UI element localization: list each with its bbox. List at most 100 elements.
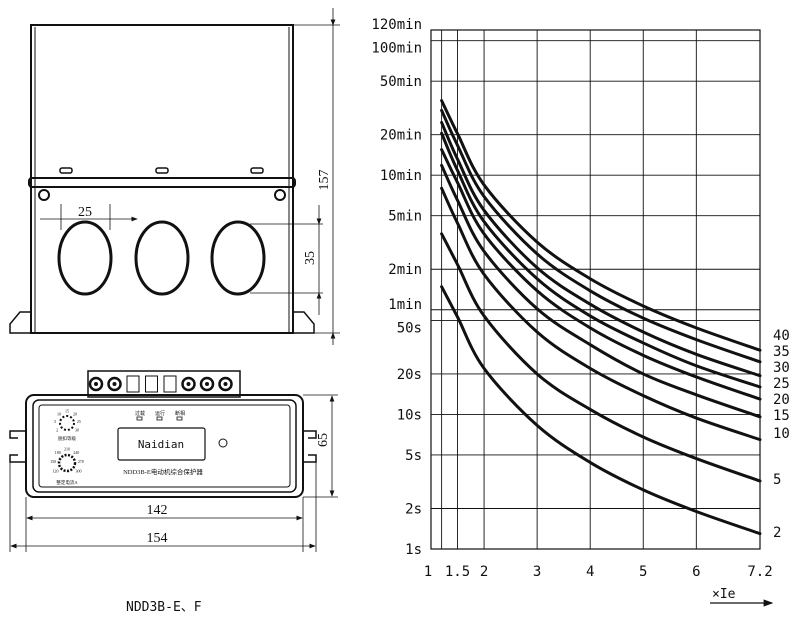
product-name: NDD3B-E电动机综合保护器 xyxy=(123,467,203,476)
indicator-run: 运行 xyxy=(155,410,165,417)
dial-tick-label: 210 xyxy=(64,447,70,452)
slot xyxy=(59,167,73,174)
trip-curve-40 xyxy=(440,99,762,352)
curve-label-35: 35 xyxy=(773,344,790,360)
x-tick-label: 6 xyxy=(692,564,700,580)
y-tick-label: 20s xyxy=(397,367,422,383)
curve-label-10: 10 xyxy=(773,426,790,442)
dim-hole-width: 25 xyxy=(78,205,92,220)
y-tick-label: 1min xyxy=(388,297,422,313)
cable-hole xyxy=(210,220,266,296)
trip-class-dial[interactable] xyxy=(59,415,75,431)
terminal-screw-center xyxy=(205,382,209,386)
curve-label-30: 30 xyxy=(773,360,790,376)
current-label: 整定电流A xyxy=(56,479,78,486)
curve-label-25: 25 xyxy=(773,376,790,392)
terminal-slot xyxy=(145,375,158,393)
dial-tick-label: 240 xyxy=(73,450,79,455)
mount-foot xyxy=(9,311,31,334)
curve-label-40: 40 xyxy=(773,328,790,344)
indicator-overload: 过载 xyxy=(135,410,145,417)
dial-tick-label: 180 xyxy=(55,450,61,455)
brand-text: Naidian xyxy=(138,438,184,451)
dial-tick-label: 120 xyxy=(53,469,59,474)
terminal-slot xyxy=(163,375,177,393)
screw-icon xyxy=(38,189,50,201)
x-tick-label: 1.5 xyxy=(445,564,470,580)
terminal-screw-icon xyxy=(107,376,122,392)
terminal-screw-center xyxy=(112,382,117,386)
current-dial[interactable] xyxy=(57,453,77,473)
slot xyxy=(155,167,169,174)
led-icon xyxy=(136,416,143,421)
terminal-block xyxy=(87,370,241,398)
y-tick-label: 10s xyxy=(397,407,422,423)
y-tick-label: 5s xyxy=(405,448,422,464)
mount-ear xyxy=(303,430,317,463)
dial-tick-label: 270 xyxy=(78,459,84,464)
terminal-screw-center xyxy=(223,382,228,386)
terminal-slot xyxy=(126,375,140,393)
screw-icon xyxy=(274,189,286,201)
curve-label-2: 2 xyxy=(773,525,781,541)
y-tick-label: 2s xyxy=(405,501,422,517)
curve-label-5: 5 xyxy=(773,472,781,488)
y-tick-label: 100min xyxy=(371,41,422,57)
y-tick-label: 20min xyxy=(380,128,422,144)
y-tick-label: 50s xyxy=(397,320,422,336)
display-window xyxy=(117,427,206,461)
trip-curve-2 xyxy=(440,285,762,536)
cable-hole xyxy=(134,220,190,296)
curve-label-15: 15 xyxy=(773,408,790,424)
terminal-screw-icon xyxy=(218,376,233,392)
x-tick-label: 5 xyxy=(639,564,647,580)
y-tick-label: 10min xyxy=(380,168,422,184)
curve-label-20: 20 xyxy=(773,392,790,408)
slot xyxy=(250,167,264,174)
trip-curve-15 xyxy=(440,163,762,419)
dial-tick-label: 300 xyxy=(75,469,81,474)
y-tick-label: 2min xyxy=(388,262,422,278)
x-axis-label: ×Ie xyxy=(712,587,736,602)
led-icon xyxy=(176,416,183,421)
led-icon xyxy=(156,416,163,421)
dial-tick-label: 10 xyxy=(57,412,61,417)
trip-curve-25 xyxy=(440,131,762,389)
terminal-screw-icon xyxy=(181,376,196,392)
plot-frame xyxy=(430,29,761,550)
x-tick-label: 2 xyxy=(480,564,488,580)
trip-class-label: 脱扣等级 xyxy=(58,435,76,442)
mount-foot xyxy=(293,311,315,334)
dial-tick-label: 15 xyxy=(65,409,69,414)
cable-hole xyxy=(57,220,113,296)
trip-curve-20 xyxy=(440,148,762,401)
dim-hole-height: 35 xyxy=(303,251,318,265)
terminal-screw-center xyxy=(186,382,191,386)
y-tick-label: 5min xyxy=(388,209,422,225)
y-tick-label: 50min xyxy=(380,74,422,90)
front-view: Naidian NDD3B-E电动机综合保护器 过载 运行 断相 脱扣等级 25… xyxy=(9,370,338,552)
mount-ear xyxy=(9,430,26,463)
ccc-mark-icon xyxy=(218,438,228,448)
trip-curve-10 xyxy=(440,186,762,442)
trip-curve-5 xyxy=(440,232,762,483)
dim-outer-width: 154 xyxy=(147,531,168,546)
y-tick-label: 1s xyxy=(405,542,422,558)
dial-tick-label: 2 xyxy=(56,427,58,432)
dial-tick-label: 25 xyxy=(77,419,81,424)
dim-total-height: 157 xyxy=(317,170,332,191)
terminal-screw-icon xyxy=(88,376,104,392)
indicator-phase-loss: 断相 xyxy=(175,410,185,417)
dial-tick-label: 150 xyxy=(50,459,56,464)
dim-inner-width: 142 xyxy=(147,503,168,518)
trip-curve-30 xyxy=(440,120,762,378)
dim-front-height: 65 xyxy=(316,433,331,447)
side-view: 25 35 157 xyxy=(9,8,340,345)
trip-curve-35 xyxy=(440,108,762,364)
y-tick-label: 120min xyxy=(371,17,422,33)
dial-tick-label: 20 xyxy=(73,412,77,417)
terminal-screw-icon xyxy=(199,376,215,392)
lid-seam xyxy=(28,177,296,188)
